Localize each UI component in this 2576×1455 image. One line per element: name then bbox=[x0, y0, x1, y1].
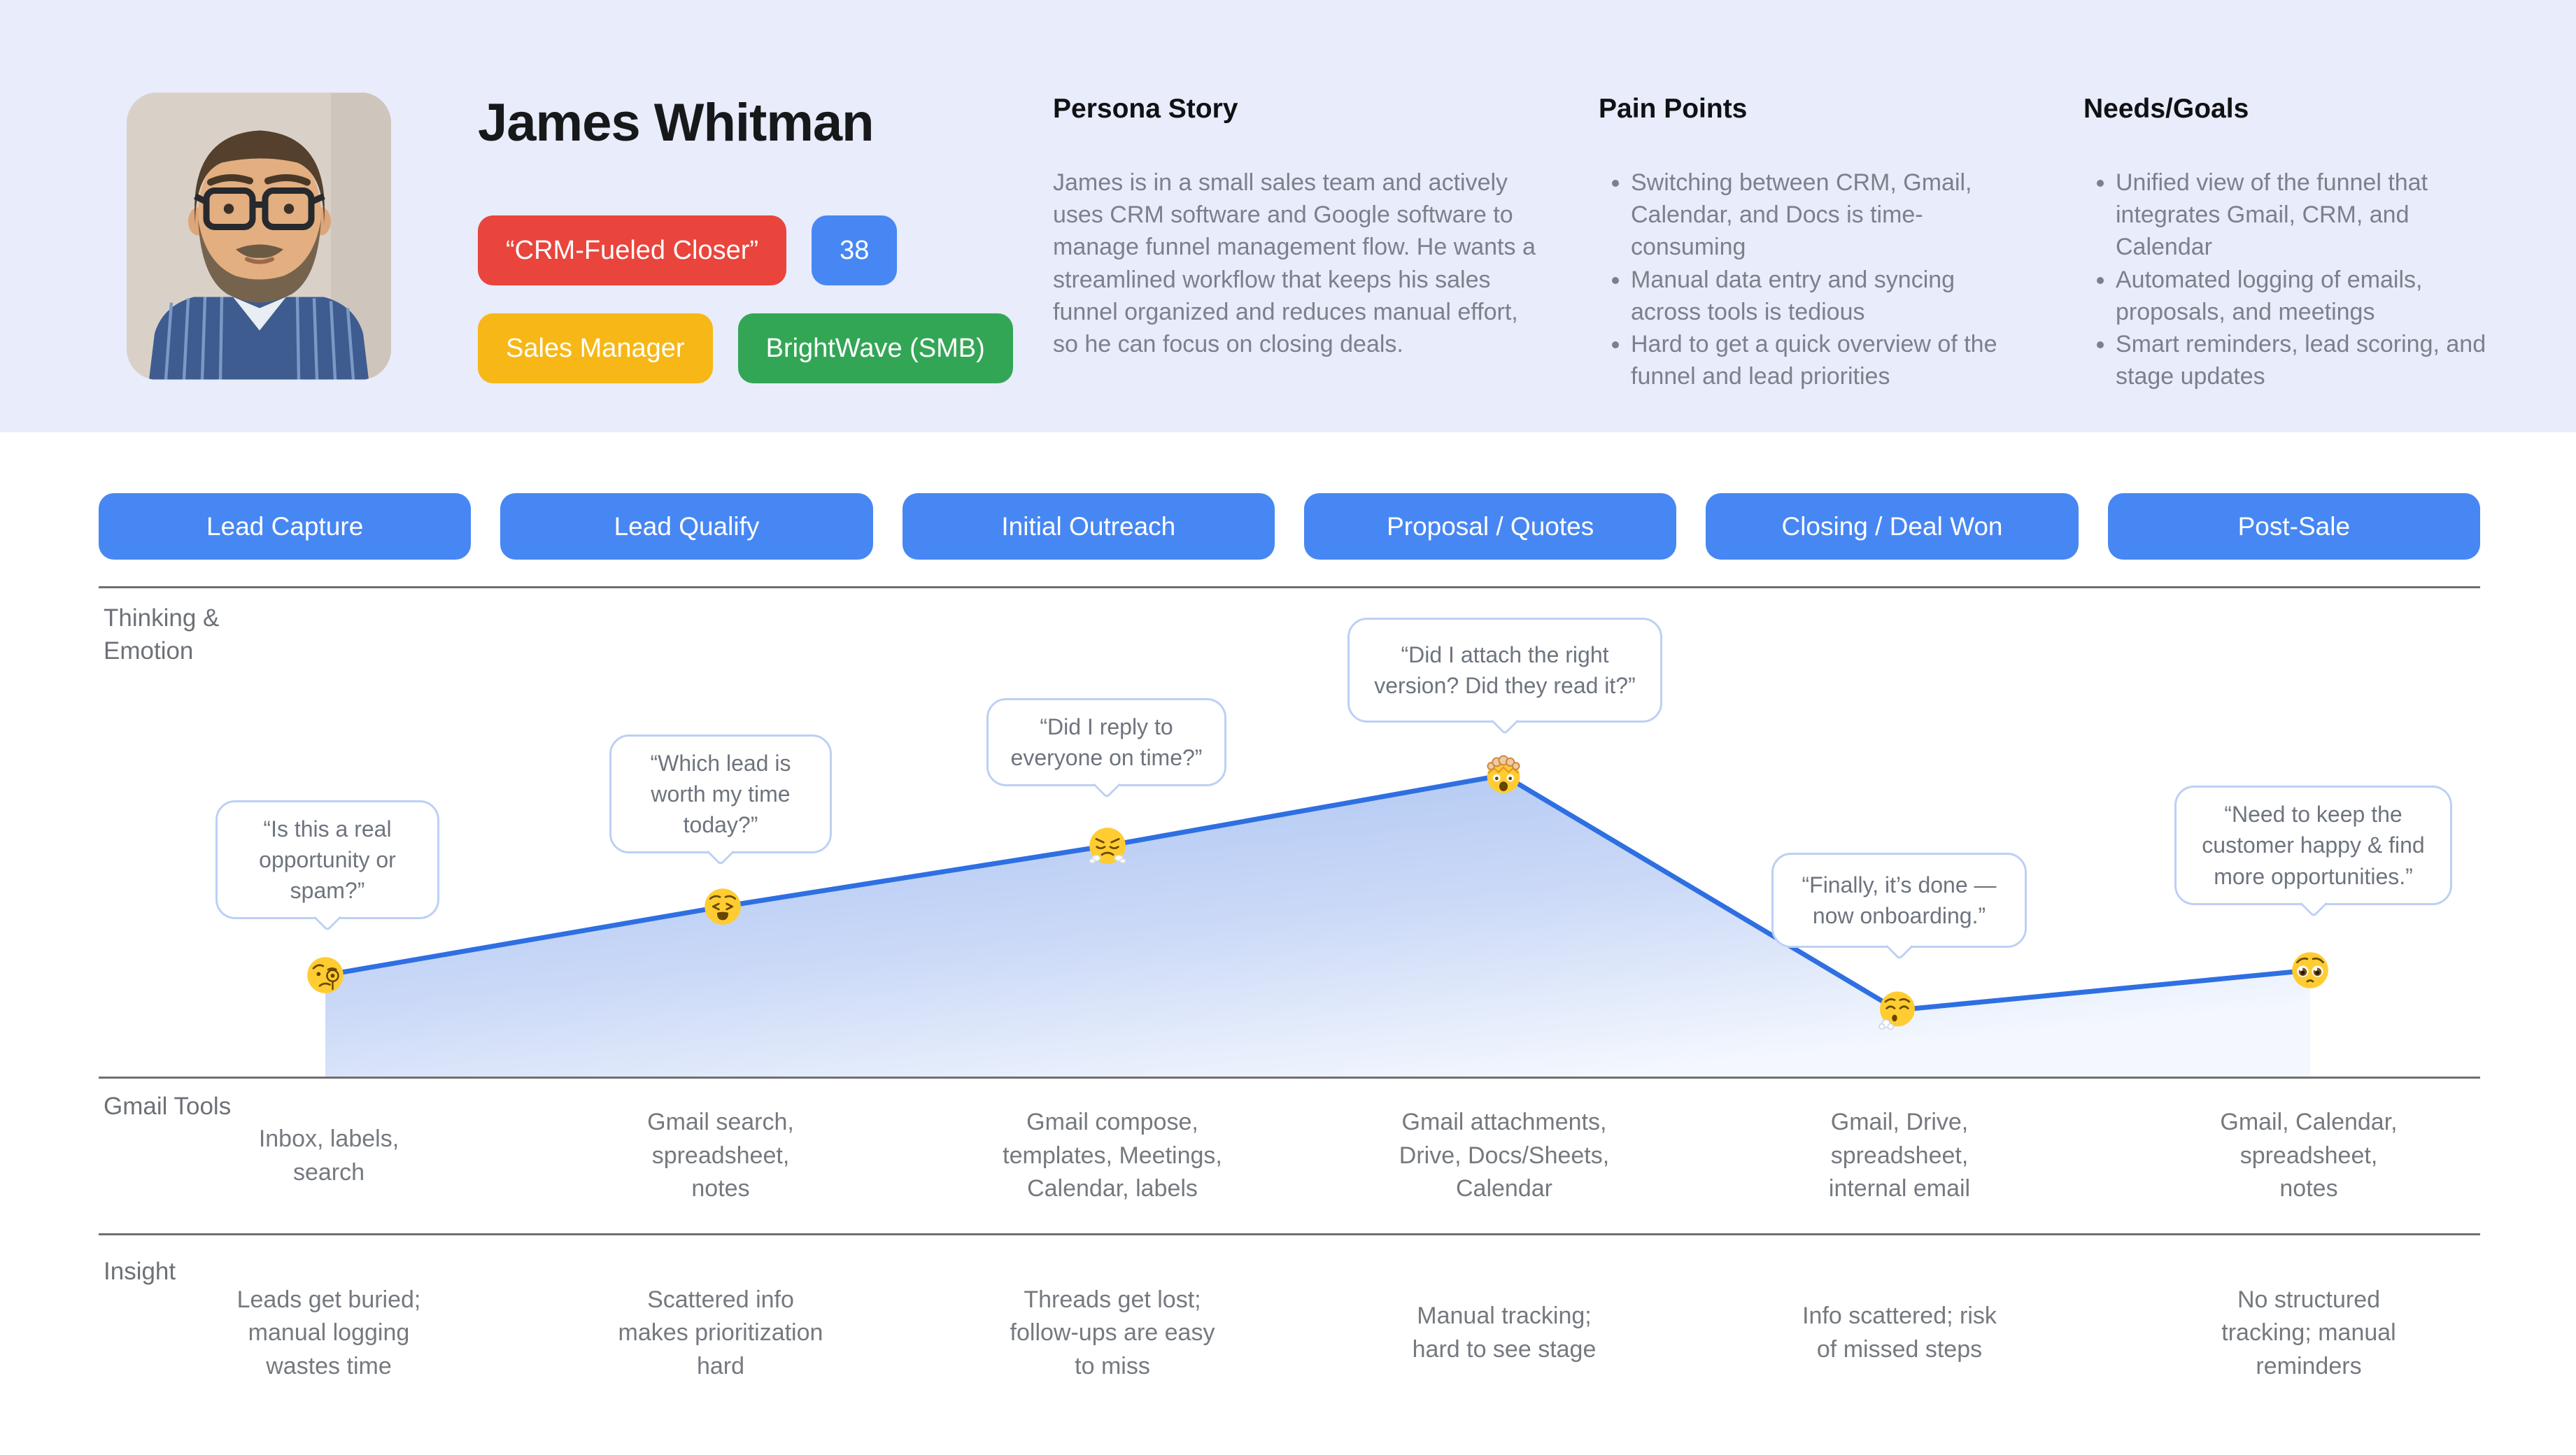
face-exhaling-icon bbox=[1877, 990, 1918, 1030]
insight-cell-3: Threads get lost; follow-ups are easy to… bbox=[944, 1235, 1280, 1431]
stage-button-proposal-quotes[interactable]: Proposal / Quotes bbox=[1304, 493, 1676, 560]
insight-cell-5: Info scattered; risk of missed steps bbox=[1732, 1235, 2067, 1431]
pain-point-item: Manual data entry and syncing across too… bbox=[1631, 264, 2025, 328]
badge-row-2: Sales Manager BrightWave (SMB) bbox=[478, 313, 1013, 383]
quote-bubble-1: “Is this a real opportunity or spam?” bbox=[215, 800, 439, 919]
emotion-chart-band: Thinking & Emotion “Is this a real oppor… bbox=[0, 586, 2576, 1077]
gmail-tools-cell-4: Gmail attachments, Drive, Docs/Sheets, C… bbox=[1336, 1079, 1672, 1233]
funnel-stage-row: Lead Capture Lead Qualify Initial Outrea… bbox=[99, 493, 2480, 560]
gmail-tools-band: Gmail Tools Inbox, labels, search Gmail … bbox=[0, 1079, 2576, 1233]
badge-row-1: “CRM-Fueled Closer” 38 bbox=[478, 215, 897, 285]
company-badge: BrightWave (SMB) bbox=[738, 313, 1013, 383]
pain-points-title: Pain Points bbox=[1599, 94, 1747, 125]
quote-bubble-4: “Did I attach the right version? Did the… bbox=[1347, 618, 1662, 723]
weary-face-icon bbox=[702, 886, 743, 927]
gmail-tools-cell-6: Gmail, Calendar, spreadsheet, notes bbox=[2141, 1079, 2477, 1233]
needs-goals-title: Needs/Goals bbox=[2083, 94, 2249, 125]
needs-goals-item: Smart reminders, lead scoring, and stage… bbox=[2116, 328, 2512, 392]
quote-text: “Which lead is worth my time today?” bbox=[651, 748, 791, 840]
pain-points-list: Switching between CRM, Gmail, Calendar, … bbox=[1599, 166, 2025, 393]
needs-goals-list: Unified view of the funnel that integrat… bbox=[2083, 166, 2512, 393]
quote-text: “Finally, it’s done — now onboarding.” bbox=[1802, 870, 1996, 931]
stage-button-post-sale[interactable]: Post-Sale bbox=[2108, 493, 2480, 560]
gmail-tools-cell-2: Gmail search, spreadsheet, notes bbox=[553, 1079, 889, 1233]
insight-cell-6: No structured tracking; manual reminders bbox=[2141, 1235, 2477, 1431]
pleading-face-icon bbox=[2290, 950, 2330, 991]
face-with-steam-icon bbox=[1087, 825, 1128, 866]
exploding-head-icon bbox=[1483, 755, 1524, 795]
persona-story-title: Persona Story bbox=[1053, 94, 1238, 125]
persona-story-text: James is in a small sales team and activ… bbox=[1053, 166, 1543, 360]
stage-button-closing-deal-won[interactable]: Closing / Deal Won bbox=[1706, 493, 2078, 560]
gmail-tools-cell-3: Gmail compose, templates, Meetings, Cale… bbox=[944, 1079, 1280, 1233]
gmail-tools-cell-5: Gmail, Drive, spreadsheet, internal emai… bbox=[1732, 1079, 2067, 1233]
quote-text: “Did I reply to everyone on time?” bbox=[1011, 711, 1203, 773]
pain-point-item: Hard to get a quick overview of the funn… bbox=[1631, 328, 2025, 392]
stage-button-lead-qualify[interactable]: Lead Qualify bbox=[500, 493, 872, 560]
quote-bubble-2: “Which lead is worth my time today?” bbox=[609, 734, 832, 853]
needs-goals-item: Unified view of the funnel that integrat… bbox=[2116, 166, 2512, 264]
quote-bubble-5: “Finally, it’s done — now onboarding.” bbox=[1771, 853, 2027, 948]
quote-bubble-3: “Did I reply to everyone on time?” bbox=[986, 698, 1226, 786]
persona-photo-illustration bbox=[127, 92, 391, 380]
needs-goals-item: Automated logging of emails, proposals, … bbox=[2116, 264, 2512, 328]
quote-text: “Did I attach the right version? Did the… bbox=[1374, 639, 1636, 701]
insight-cell-4: Manual tracking; hard to see stage bbox=[1336, 1235, 1672, 1431]
age-badge: 38 bbox=[812, 215, 897, 285]
quote-text: “Need to keep the customer happy & find … bbox=[2202, 799, 2424, 891]
persona-photo bbox=[127, 92, 391, 380]
pain-point-item: Switching between CRM, Gmail, Calendar, … bbox=[1631, 166, 2025, 264]
role-badge: Sales Manager bbox=[478, 313, 713, 383]
quote-text: “Is this a real opportunity or spam?” bbox=[259, 814, 396, 906]
insight-cell-1: Leads get buried; manual logging wastes … bbox=[161, 1235, 497, 1431]
stage-button-initial-outreach[interactable]: Initial Outreach bbox=[903, 493, 1275, 560]
insight-cell-2: Scattered info makes prioritization hard bbox=[553, 1235, 889, 1431]
emotion-row-label: Thinking & Emotion bbox=[104, 602, 219, 668]
stage-button-lead-capture[interactable]: Lead Capture bbox=[99, 493, 471, 560]
gmail-tools-cell-1: Inbox, labels, search bbox=[161, 1079, 497, 1233]
persona-name: James Whitman bbox=[478, 95, 874, 151]
insight-band: Insight Leads get buried; manual logging… bbox=[0, 1235, 2576, 1431]
persona-header: James Whitman “CRM-Fueled Closer” 38 Sal… bbox=[0, 0, 2576, 432]
quote-bubble-6: “Need to keep the customer happy & find … bbox=[2174, 786, 2452, 905]
archetype-badge: “CRM-Fueled Closer” bbox=[478, 215, 786, 285]
face-with-monocle-icon bbox=[305, 955, 346, 995]
